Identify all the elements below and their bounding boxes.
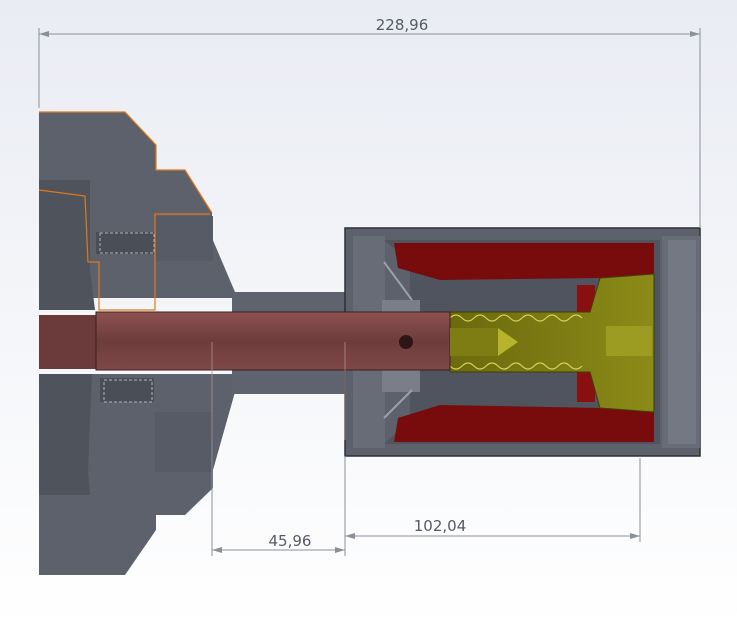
bolt-hole-lower xyxy=(100,378,154,402)
magnet-lower xyxy=(394,405,654,442)
highlight-edge-inner xyxy=(38,189,210,311)
magnet-upper xyxy=(394,243,654,280)
dimension-bottom-right xyxy=(345,458,641,542)
bolt-hole-upper xyxy=(96,232,154,254)
spring-lower xyxy=(449,362,583,370)
dimension-bottom-left xyxy=(211,440,346,556)
shaft-tip xyxy=(498,328,518,356)
neck-upper xyxy=(232,292,347,312)
shaft xyxy=(39,311,518,440)
cross-pin xyxy=(399,335,413,349)
piston xyxy=(449,273,655,413)
left-flange xyxy=(38,111,235,575)
spring-upper xyxy=(449,314,583,322)
dimension-overall-label: 228,96 xyxy=(376,16,429,34)
piston-pin xyxy=(606,326,652,356)
highlight-edge-upper xyxy=(39,111,213,214)
dimension-bottom-right-label: 102,04 xyxy=(414,517,467,535)
dimension-bottom-left-label: 45,96 xyxy=(269,532,312,550)
dimension-overall xyxy=(38,28,701,228)
neck-lower xyxy=(232,368,347,394)
